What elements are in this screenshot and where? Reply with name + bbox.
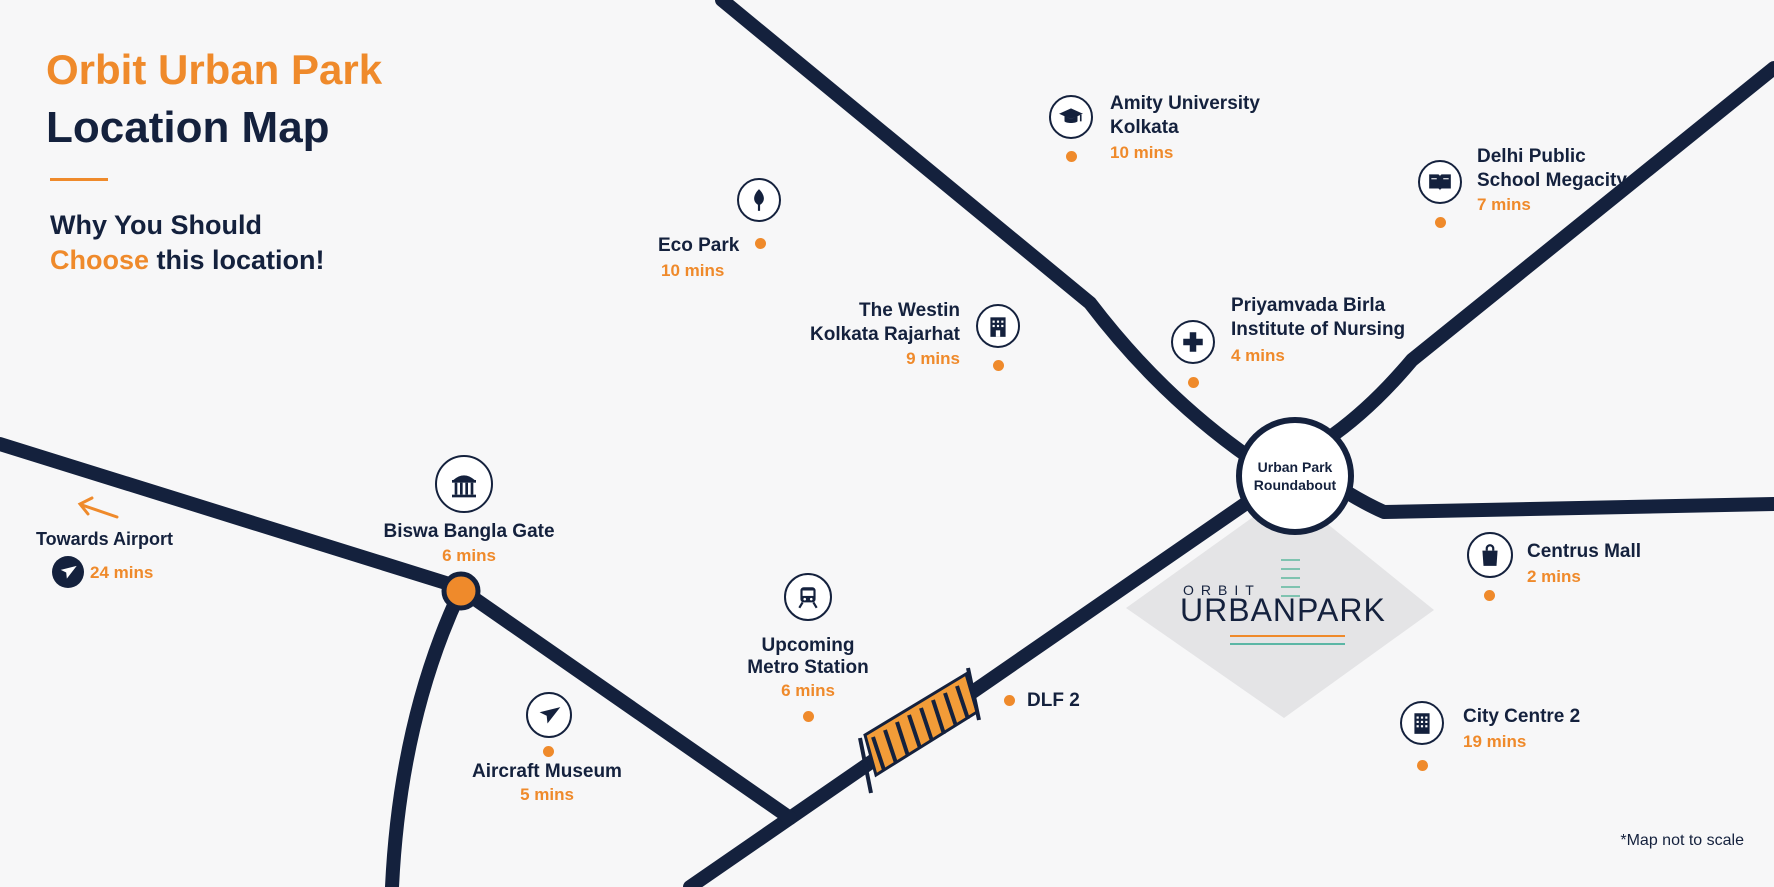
nursing-name-2: Institute of Nursing bbox=[1231, 319, 1406, 340]
road-gate-curve bbox=[385, 585, 467, 887]
road-north-diagonal bbox=[715, 0, 1257, 465]
logo-urbanpark: URBANPARK bbox=[1180, 592, 1386, 628]
gate-name: Biswa Bangla Gate bbox=[383, 521, 555, 542]
dps-marker bbox=[1435, 217, 1446, 228]
title-divider bbox=[50, 178, 108, 181]
westin-marker bbox=[993, 360, 1004, 371]
westin-time: 9 mins bbox=[906, 349, 960, 368]
gate-monument-icon bbox=[435, 455, 493, 513]
scale-note: *Map not to scale bbox=[1620, 832, 1744, 849]
airport-airplane-icon bbox=[52, 556, 84, 588]
logo-orbit: ORBIT bbox=[1183, 582, 1261, 598]
museum-marker bbox=[543, 746, 554, 757]
road-east bbox=[1341, 486, 1774, 519]
urban-park-roundabout: Urban Park Roundabout bbox=[1236, 417, 1354, 535]
page-title: Location Map bbox=[46, 103, 330, 152]
airport-time: 24 mins bbox=[90, 563, 154, 582]
road-gate-south bbox=[455, 583, 797, 825]
citycentre-marker bbox=[1417, 760, 1428, 771]
centrus-marker bbox=[1484, 590, 1495, 601]
metro-time: 6 mins bbox=[781, 681, 835, 700]
brand-title: Orbit Urban Park bbox=[46, 46, 383, 93]
roundabout-label-2: Roundabout bbox=[1253, 477, 1337, 493]
biswa-bangla-junction bbox=[441, 571, 481, 611]
amity-name-2: Kolkata bbox=[1110, 117, 1179, 138]
shopping-bag-icon bbox=[1467, 532, 1513, 578]
road-northeast bbox=[1319, 61, 1774, 447]
hotel-building-icon bbox=[976, 304, 1020, 348]
logo-decoration bbox=[1230, 559, 1345, 645]
roundabout-label-1: Urban Park bbox=[1257, 459, 1333, 475]
dlf-marker bbox=[1004, 695, 1015, 706]
ecopark-time: 10 mins bbox=[661, 261, 725, 280]
amity-marker bbox=[1066, 151, 1077, 162]
metro-name-1: Upcoming bbox=[761, 635, 855, 656]
airport-direction-label: Towards Airport bbox=[36, 529, 174, 549]
metro-bridge bbox=[858, 667, 981, 794]
tree-icon bbox=[737, 178, 781, 222]
citycentre-name: City Centre 2 bbox=[1463, 706, 1581, 727]
amity-time: 10 mins bbox=[1110, 143, 1174, 162]
metro-marker bbox=[803, 711, 814, 722]
tagline-line-1: Why You Should bbox=[50, 210, 262, 240]
airport-direction-arrow bbox=[77, 496, 119, 519]
road-west bbox=[0, 437, 469, 595]
museum-time: 5 mins bbox=[520, 785, 574, 804]
graduation-cap-icon bbox=[1049, 95, 1093, 139]
metro-train-icon bbox=[784, 573, 832, 621]
museum-name: Aircraft Museum bbox=[472, 761, 622, 782]
dlf-name: DLF 2 bbox=[1027, 690, 1080, 711]
airplane-icon bbox=[526, 692, 572, 738]
metro-name-2: Metro Station bbox=[747, 657, 869, 678]
amity-name-1: Amity University bbox=[1110, 93, 1260, 114]
dps-name-1: Delhi Public bbox=[1477, 146, 1586, 167]
book-icon bbox=[1418, 160, 1462, 204]
centrus-time: 2 mins bbox=[1527, 567, 1581, 586]
nursing-marker bbox=[1188, 377, 1199, 388]
tagline-rest: this location! bbox=[149, 245, 325, 275]
nursing-name-1: Priyamvada Birla bbox=[1231, 295, 1386, 316]
dps-time: 7 mins bbox=[1477, 195, 1531, 214]
gate-time: 6 mins bbox=[442, 546, 496, 565]
westin-name-2: Kolkata Rajarhat bbox=[810, 324, 960, 345]
tagline-line-2: Choose this location! bbox=[50, 245, 325, 276]
westin-name-1: The Westin bbox=[859, 300, 960, 321]
centrus-name: Centrus Mall bbox=[1527, 541, 1642, 562]
nursing-time: 4 mins bbox=[1231, 346, 1285, 365]
dps-name-2: School Megacity bbox=[1477, 170, 1627, 191]
ecopark-name: Eco Park bbox=[658, 235, 740, 256]
ecopark-marker bbox=[755, 238, 766, 249]
medical-cross-icon bbox=[1171, 320, 1215, 364]
project-site-area bbox=[1126, 492, 1434, 718]
office-building-icon bbox=[1400, 701, 1444, 745]
tagline-accent: Choose bbox=[50, 245, 150, 275]
citycentre-time: 19 mins bbox=[1463, 732, 1527, 751]
